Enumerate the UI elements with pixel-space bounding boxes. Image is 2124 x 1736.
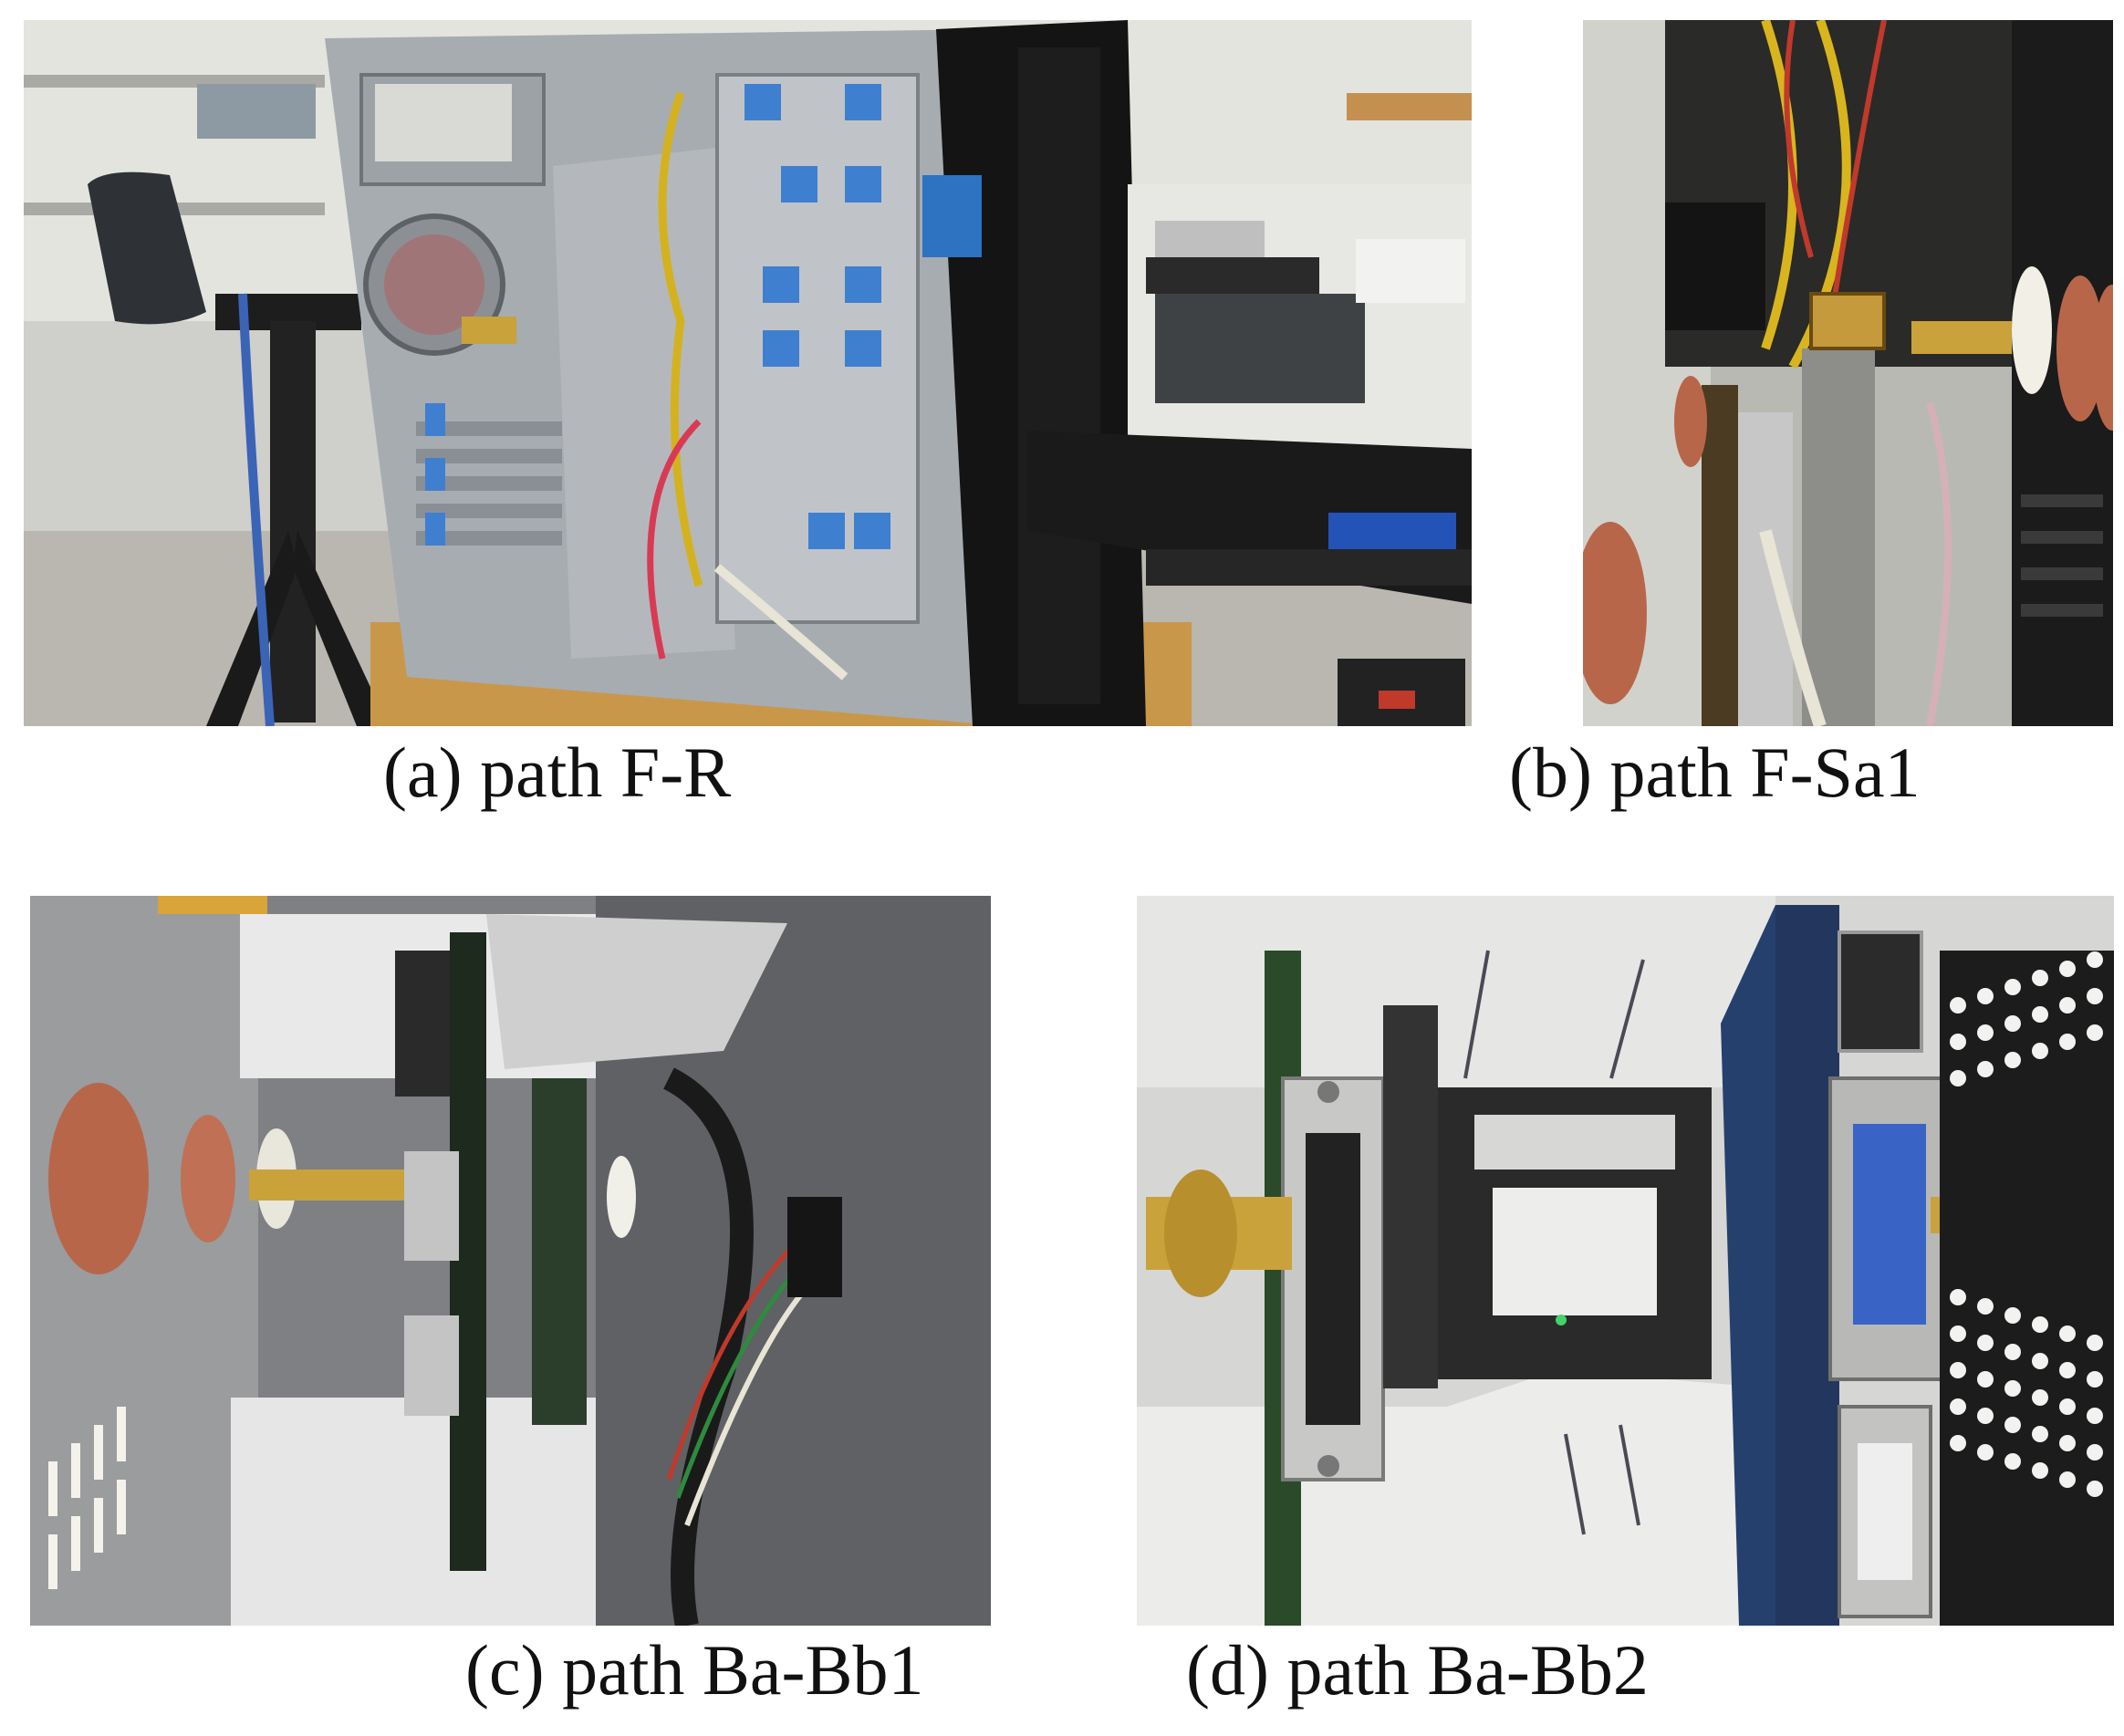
photo-path-f-sa1 [1583,20,2113,726]
caption-panel-b: (b) path F-Sa1 [1509,733,1921,812]
photo-d-illustration [1137,896,2114,1626]
photo-path-ba-bb1 [30,896,991,1626]
photo-path-f-r [24,20,1472,726]
caption-panel-a: (a) path F-R [383,733,732,812]
photo-a-illustration [24,20,1472,726]
photo-b-illustration [1583,20,2113,726]
caption-panel-c: (c) path Ba-Bb1 [465,1630,924,1710]
photo-path-ba-bb2 [1137,896,2114,1626]
photo-c-illustration [30,896,991,1626]
caption-panel-d: (d) path Ba-Bb2 [1186,1630,1649,1710]
